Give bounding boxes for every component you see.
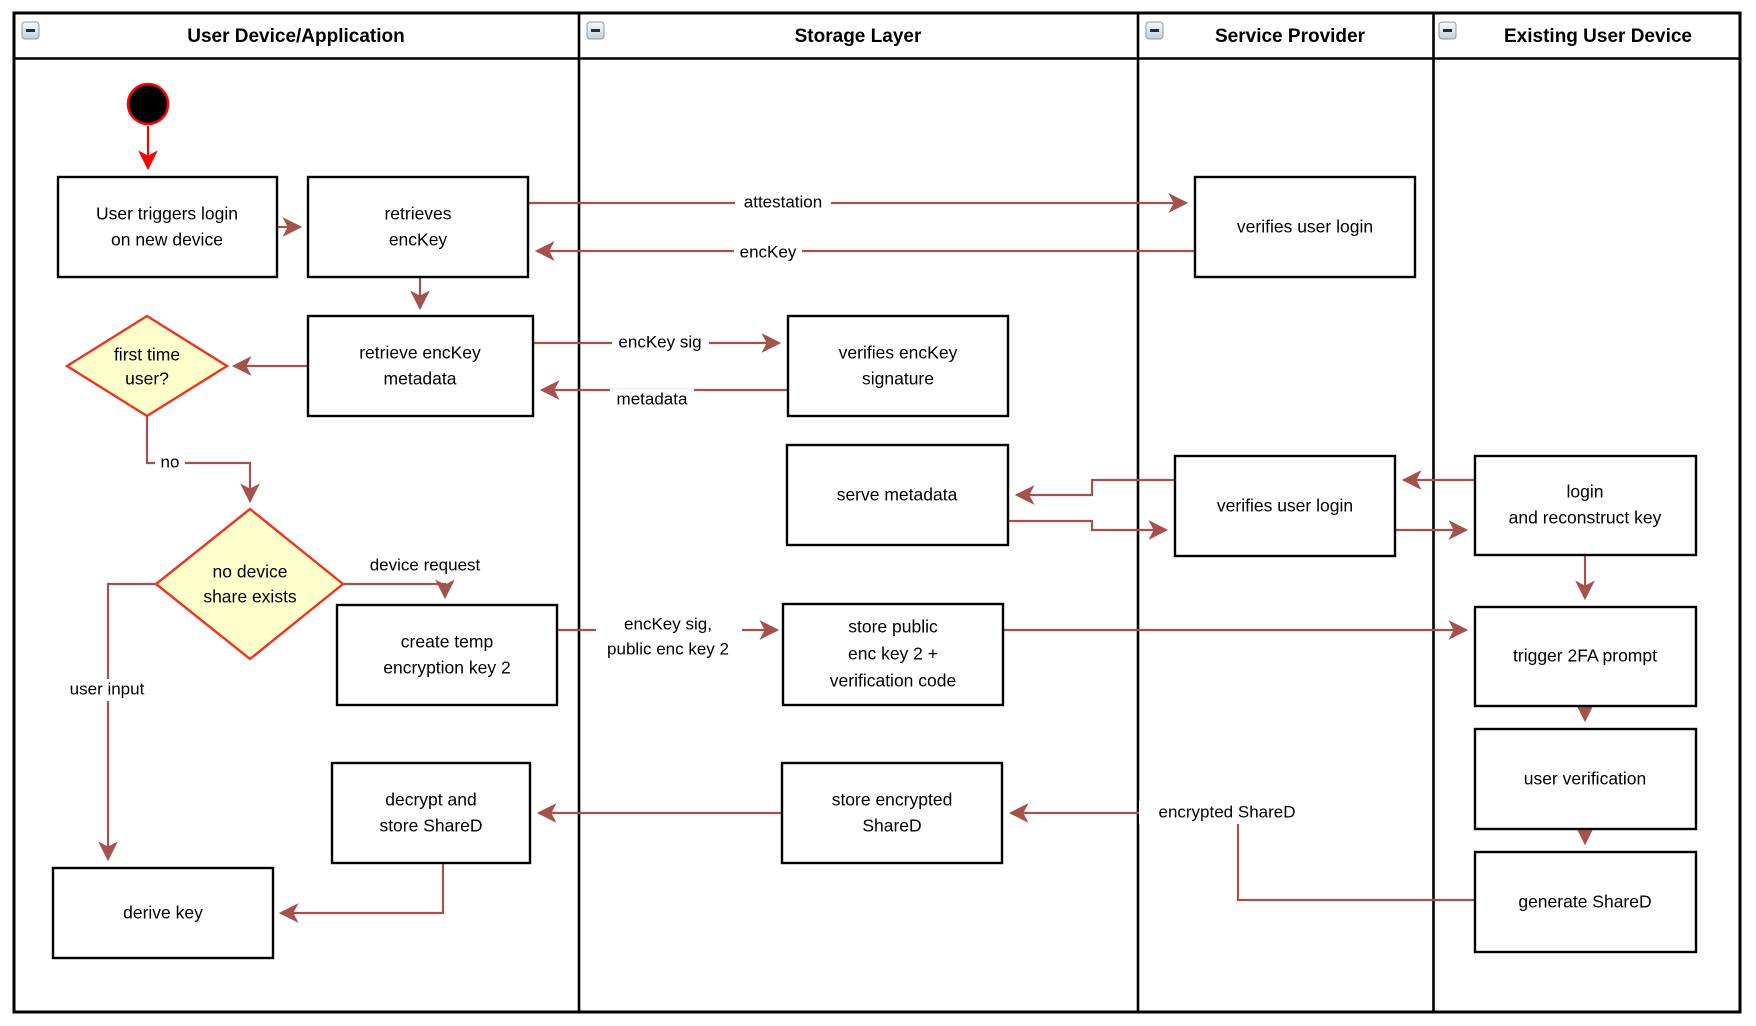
node-label: generate ShareD (1518, 892, 1651, 912)
node-label: verification code (830, 671, 956, 691)
node-label: User triggers login (96, 204, 238, 224)
node-label: ShareD (862, 816, 921, 836)
decision-label: no device (213, 562, 288, 582)
decision-label: first time (114, 345, 180, 365)
decision-first-time-user[interactable]: first time user? (64, 314, 230, 418)
node-store-public-enc-key[interactable]: store public enc key 2 + verification co… (781, 602, 1005, 707)
edge-label-no: no (161, 452, 180, 471)
node-label: user verification (1524, 769, 1647, 789)
edge-no-device-to-create-temp (343, 579, 455, 600)
node-label: metadata (384, 369, 457, 389)
node-label: verifies user login (1217, 496, 1353, 516)
edge-labels: attestation encKey encKey sig metadata n… (55, 192, 1317, 824)
node-label: serve metadata (837, 485, 958, 505)
lane-title: User Device/Application (187, 26, 405, 47)
node-create-temp-key[interactable]: create temp encryption key 2 (335, 603, 559, 707)
node-retrieves-enckey[interactable]: retrieves encKey (306, 175, 530, 279)
edge-label-enckey-sig: encKey sig (618, 332, 701, 351)
node-label: store ShareD (379, 816, 482, 836)
collapse-lane-icon[interactable] (21, 21, 40, 40)
swimlane-frame (12, 11, 1742, 1014)
edge-label-user-input: user input (70, 679, 145, 698)
edge-label-device-request: device request (370, 555, 481, 574)
edge-label-enckey-sig-public-line2: public enc key 2 (607, 639, 729, 658)
node-label: enc key 2 + (848, 644, 938, 664)
node-label: derive key (123, 903, 203, 923)
edge-decrypt-to-derive-key (278, 863, 445, 923)
node-derive-key[interactable]: derive key (51, 866, 275, 960)
pool-border (12, 11, 1742, 1014)
node-label: verifies encKey (839, 343, 958, 363)
lane-title: Storage Layer (795, 26, 922, 47)
node-user-verification[interactable]: user verification (1473, 727, 1698, 831)
lane-header-storage-layer: Storage Layer (586, 21, 922, 47)
node-label: retrieve encKey (359, 343, 481, 363)
start-node[interactable] (126, 82, 170, 126)
node-label: on new device (111, 230, 223, 250)
lane-header-user-device: User Device/Application (21, 21, 405, 47)
lane-title: Service Provider (1215, 26, 1366, 47)
node-verifies-user-login-mid[interactable]: verifies user login (1173, 454, 1397, 558)
decision-no-device-share[interactable]: no device share exists (154, 507, 345, 661)
edge-user-input-to-derive-key (98, 582, 156, 862)
node-retrieve-enckey-metadata[interactable]: retrieve encKey metadata (306, 314, 535, 418)
node-verifies-user-login-top[interactable]: verifies user login (1193, 175, 1417, 279)
node-label: retrieves (384, 204, 451, 224)
node-label: decrypt and (385, 790, 476, 810)
lane-header-existing-user-device: Existing User Device (1438, 21, 1692, 47)
edges (98, 126, 1595, 923)
node-user-triggers-login[interactable]: User triggers login on new device (56, 175, 279, 279)
edge-label-metadata: metadata (617, 389, 688, 408)
lane-title: Existing User Device (1504, 26, 1692, 47)
node-label: store public (848, 617, 938, 637)
edge-label-enckey-sig-public-line1: encKey sig, (624, 614, 712, 633)
node-verifies-enckey-signature[interactable]: verifies encKey signature (786, 314, 1010, 418)
node-generate-shared[interactable]: generate ShareD (1473, 850, 1698, 954)
lane-header-service-provider: Service Provider (1145, 21, 1366, 47)
node-label: create temp (401, 632, 493, 652)
node-trigger-2fa-prompt[interactable]: trigger 2FA prompt (1473, 605, 1698, 708)
edge-serve-metadata-to-verifies-mid (1008, 519, 1169, 540)
decision-label: share exists (203, 587, 297, 607)
collapse-lane-icon[interactable] (586, 21, 605, 40)
node-label: and reconstruct key (1509, 508, 1662, 528)
edge-label-encrypted-shared: encrypted ShareD (1158, 802, 1295, 821)
edge-first-time-no-to-no-device (145, 416, 260, 504)
edge-generate-to-store-encrypted (1008, 803, 1475, 902)
node-label: signature (862, 369, 934, 389)
node-label: store encrypted (832, 790, 953, 810)
node-label: encKey (389, 230, 448, 250)
node-label: login (1567, 482, 1604, 502)
node-label: verifies user login (1237, 217, 1373, 237)
collapse-lane-icon[interactable] (1438, 21, 1457, 40)
edge-verifies-mid-to-serve-metadata (1014, 478, 1175, 505)
edge-label-enckey: encKey (740, 242, 797, 261)
node-label: trigger 2FA prompt (1513, 646, 1657, 666)
node-login-reconstruct-key[interactable]: login and reconstruct key (1473, 454, 1698, 557)
node-label: encryption key 2 (383, 658, 510, 678)
decision-label: user? (125, 369, 169, 389)
node-decrypt-store-shared[interactable]: decrypt and store ShareD (330, 761, 532, 865)
edge-label-attestation: attestation (744, 192, 822, 211)
node-store-encrypted-shared[interactable]: store encrypted ShareD (780, 761, 1004, 865)
collapse-lane-icon[interactable] (1145, 21, 1164, 40)
node-serve-metadata[interactable]: serve metadata (785, 443, 1010, 547)
